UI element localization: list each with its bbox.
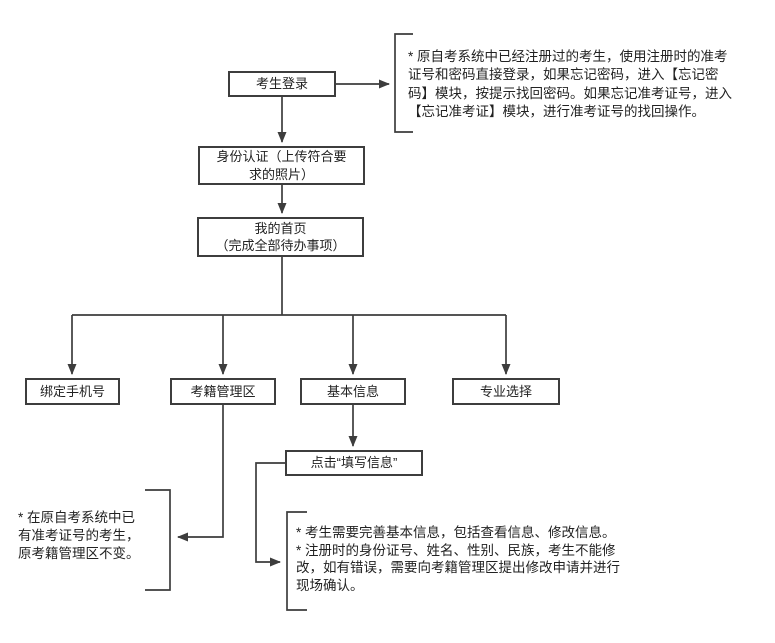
node-fill-info: 点击“填写信息” bbox=[285, 450, 423, 476]
node-home-line2: （完成全部待办事项） bbox=[215, 238, 346, 253]
annotation-registration-note-line1: * 在原自考系统中已 bbox=[18, 510, 136, 525]
annotation-basic-info-note-line2: * 注册时的身份证号、姓名、性别、民族，考生不能修 bbox=[296, 542, 616, 558]
bracket-registration-note bbox=[145, 489, 171, 591]
annotation-login-note-line1: * 原自考系统中已经注册过的考生，使用注册时的准考 bbox=[408, 49, 728, 64]
node-registration-area: 考籍管理区 bbox=[170, 378, 276, 405]
node-basic-info: 基本信息 bbox=[300, 378, 406, 405]
node-identity-line2: 求的照片） bbox=[248, 166, 314, 182]
annotation-registration-note-line2: 有准考证号的考生， bbox=[18, 528, 140, 543]
node-identity-verification: 身份认证（上传符合要 求的照片） bbox=[198, 146, 365, 185]
annotation-login-note-line2: 证号和密码直接登录，如果忘记密码，进入【忘记密 bbox=[408, 67, 719, 83]
annotation-basic-info-note-line1: * 考生需要完善基本信息，包括查看信息、修改信息。 bbox=[296, 525, 616, 540]
bracket-basic-info-note bbox=[286, 511, 307, 611]
connector-registration-to-note bbox=[177, 405, 224, 542]
annotation-login-note: * 原自考系统中已经注册过的考生，使用注册时的准考 证号和密码直接登录，如果忘记… bbox=[408, 48, 732, 121]
node-bind-phone: 绑定手机号 bbox=[25, 378, 120, 405]
node-login-label: 考生登录 bbox=[255, 76, 308, 92]
node-my-homepage: 我的首页 （完成全部待办事项） bbox=[197, 217, 364, 257]
node-major-select-label: 专业选择 bbox=[479, 383, 532, 399]
annotation-registration-note-line3: 原考籍管理区不变。 bbox=[18, 546, 140, 561]
node-home-line1: 我的首页 bbox=[254, 220, 307, 236]
node-major-select: 专业选择 bbox=[452, 378, 560, 405]
annotation-login-note-line3: 码】模块，按提示找回密码。如果忘记准考证号，进入 bbox=[408, 85, 732, 101]
node-basic-info-label: 基本信息 bbox=[326, 383, 379, 399]
node-fill-info-label: 点击“填写信息” bbox=[310, 455, 398, 471]
annotation-basic-info-note-line3: 改，如有错误，需要向考籍管理区提出修改申请并进行 bbox=[296, 560, 620, 576]
annotation-login-note-line4: 【忘记准考证】模块，进行准考证号的找回操作。 bbox=[408, 103, 705, 119]
node-bind-phone-label: 绑定手机号 bbox=[39, 383, 105, 399]
bracket-login-note bbox=[394, 33, 413, 133]
node-identity-line1: 身份认证（上传符合要 bbox=[216, 149, 347, 165]
annotation-basic-info-note: * 考生需要完善基本信息，包括查看信息、修改信息。 * 注册时的身份证号、姓名、… bbox=[296, 524, 620, 594]
node-login: 考生登录 bbox=[228, 71, 336, 97]
annotation-registration-note: * 在原自考系统中已 有准考证号的考生， 原考籍管理区不变。 bbox=[18, 509, 140, 563]
node-registration-area-label: 考籍管理区 bbox=[190, 383, 256, 399]
connector-fill-info-to-note bbox=[255, 462, 285, 567]
annotation-basic-info-note-line4: 现场确认。 bbox=[296, 577, 364, 593]
